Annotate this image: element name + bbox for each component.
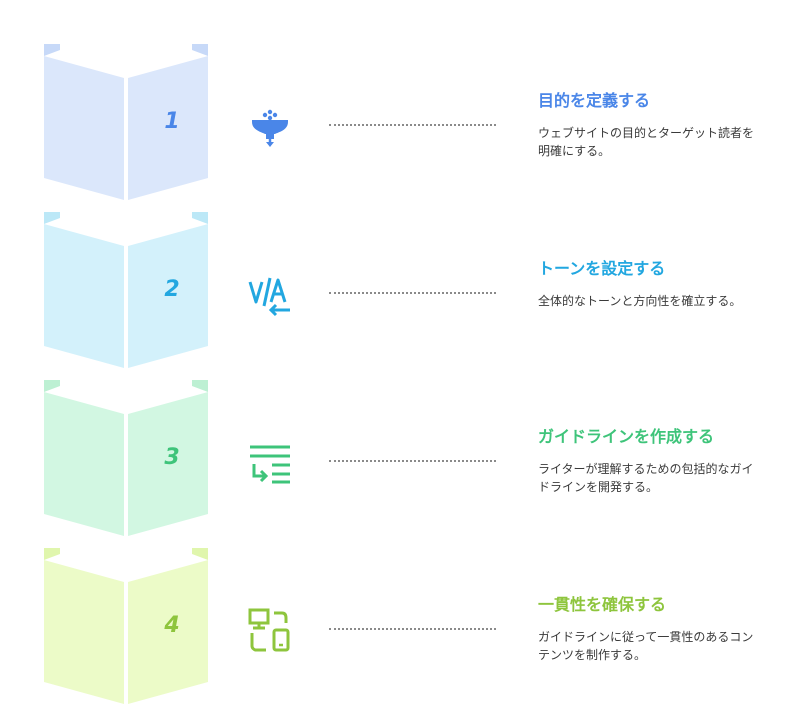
step-2-title: トーンを設定する [538,259,666,278]
step-3: 3 ガイドラインを作成する ライターが理解するための包括的なガイドラインを開発す… [0,380,811,536]
step-1-number: 1 [164,109,180,134]
devices-sync-icon [246,606,294,654]
step-1: 1 目的を定義する ウェブサイトの目的とターゲット読者を明確にする。 [0,44,811,200]
funnel-icon [246,102,294,150]
step-2-number: 2 [164,277,180,302]
step-2: 2 トーンを設定する 全体的なトーンと方向性を確立する。 [0,212,811,368]
step-2-description: 全体的なトーンと方向性を確立する。 [538,294,742,308]
step-3-description: ライターが理解するための包括的なガイドラインを開発する。 [538,462,754,494]
step-3-title: ガイドラインを作成する [538,427,715,446]
step-2-panel [44,212,208,368]
step-1-description: ウェブサイトの目的とターゲット読者を明確にする。 [538,126,755,158]
step-4-number: 4 [164,613,180,638]
step-4: 4 一貫性を確保する ガイドラインに従って一貫性のあるコンテンツを制作する。 [0,548,811,704]
step-2-connector [329,292,496,294]
step-4-connector [329,628,496,630]
step-4-description: ガイドラインに従って一貫性のあるコンテンツを制作する。 [538,630,754,662]
step-1-title: 目的を定義する [538,91,651,110]
step-1-panel [44,44,208,200]
step-3-panel [44,380,208,536]
step-3-number: 3 [164,445,180,470]
step-3-connector [329,460,496,462]
voice-tone-icon [246,270,294,318]
list-wrap-icon [246,438,294,486]
step-4-title: 一貫性を確保する [538,595,667,614]
step-4-panel [44,548,208,704]
step-1-connector [329,124,496,126]
